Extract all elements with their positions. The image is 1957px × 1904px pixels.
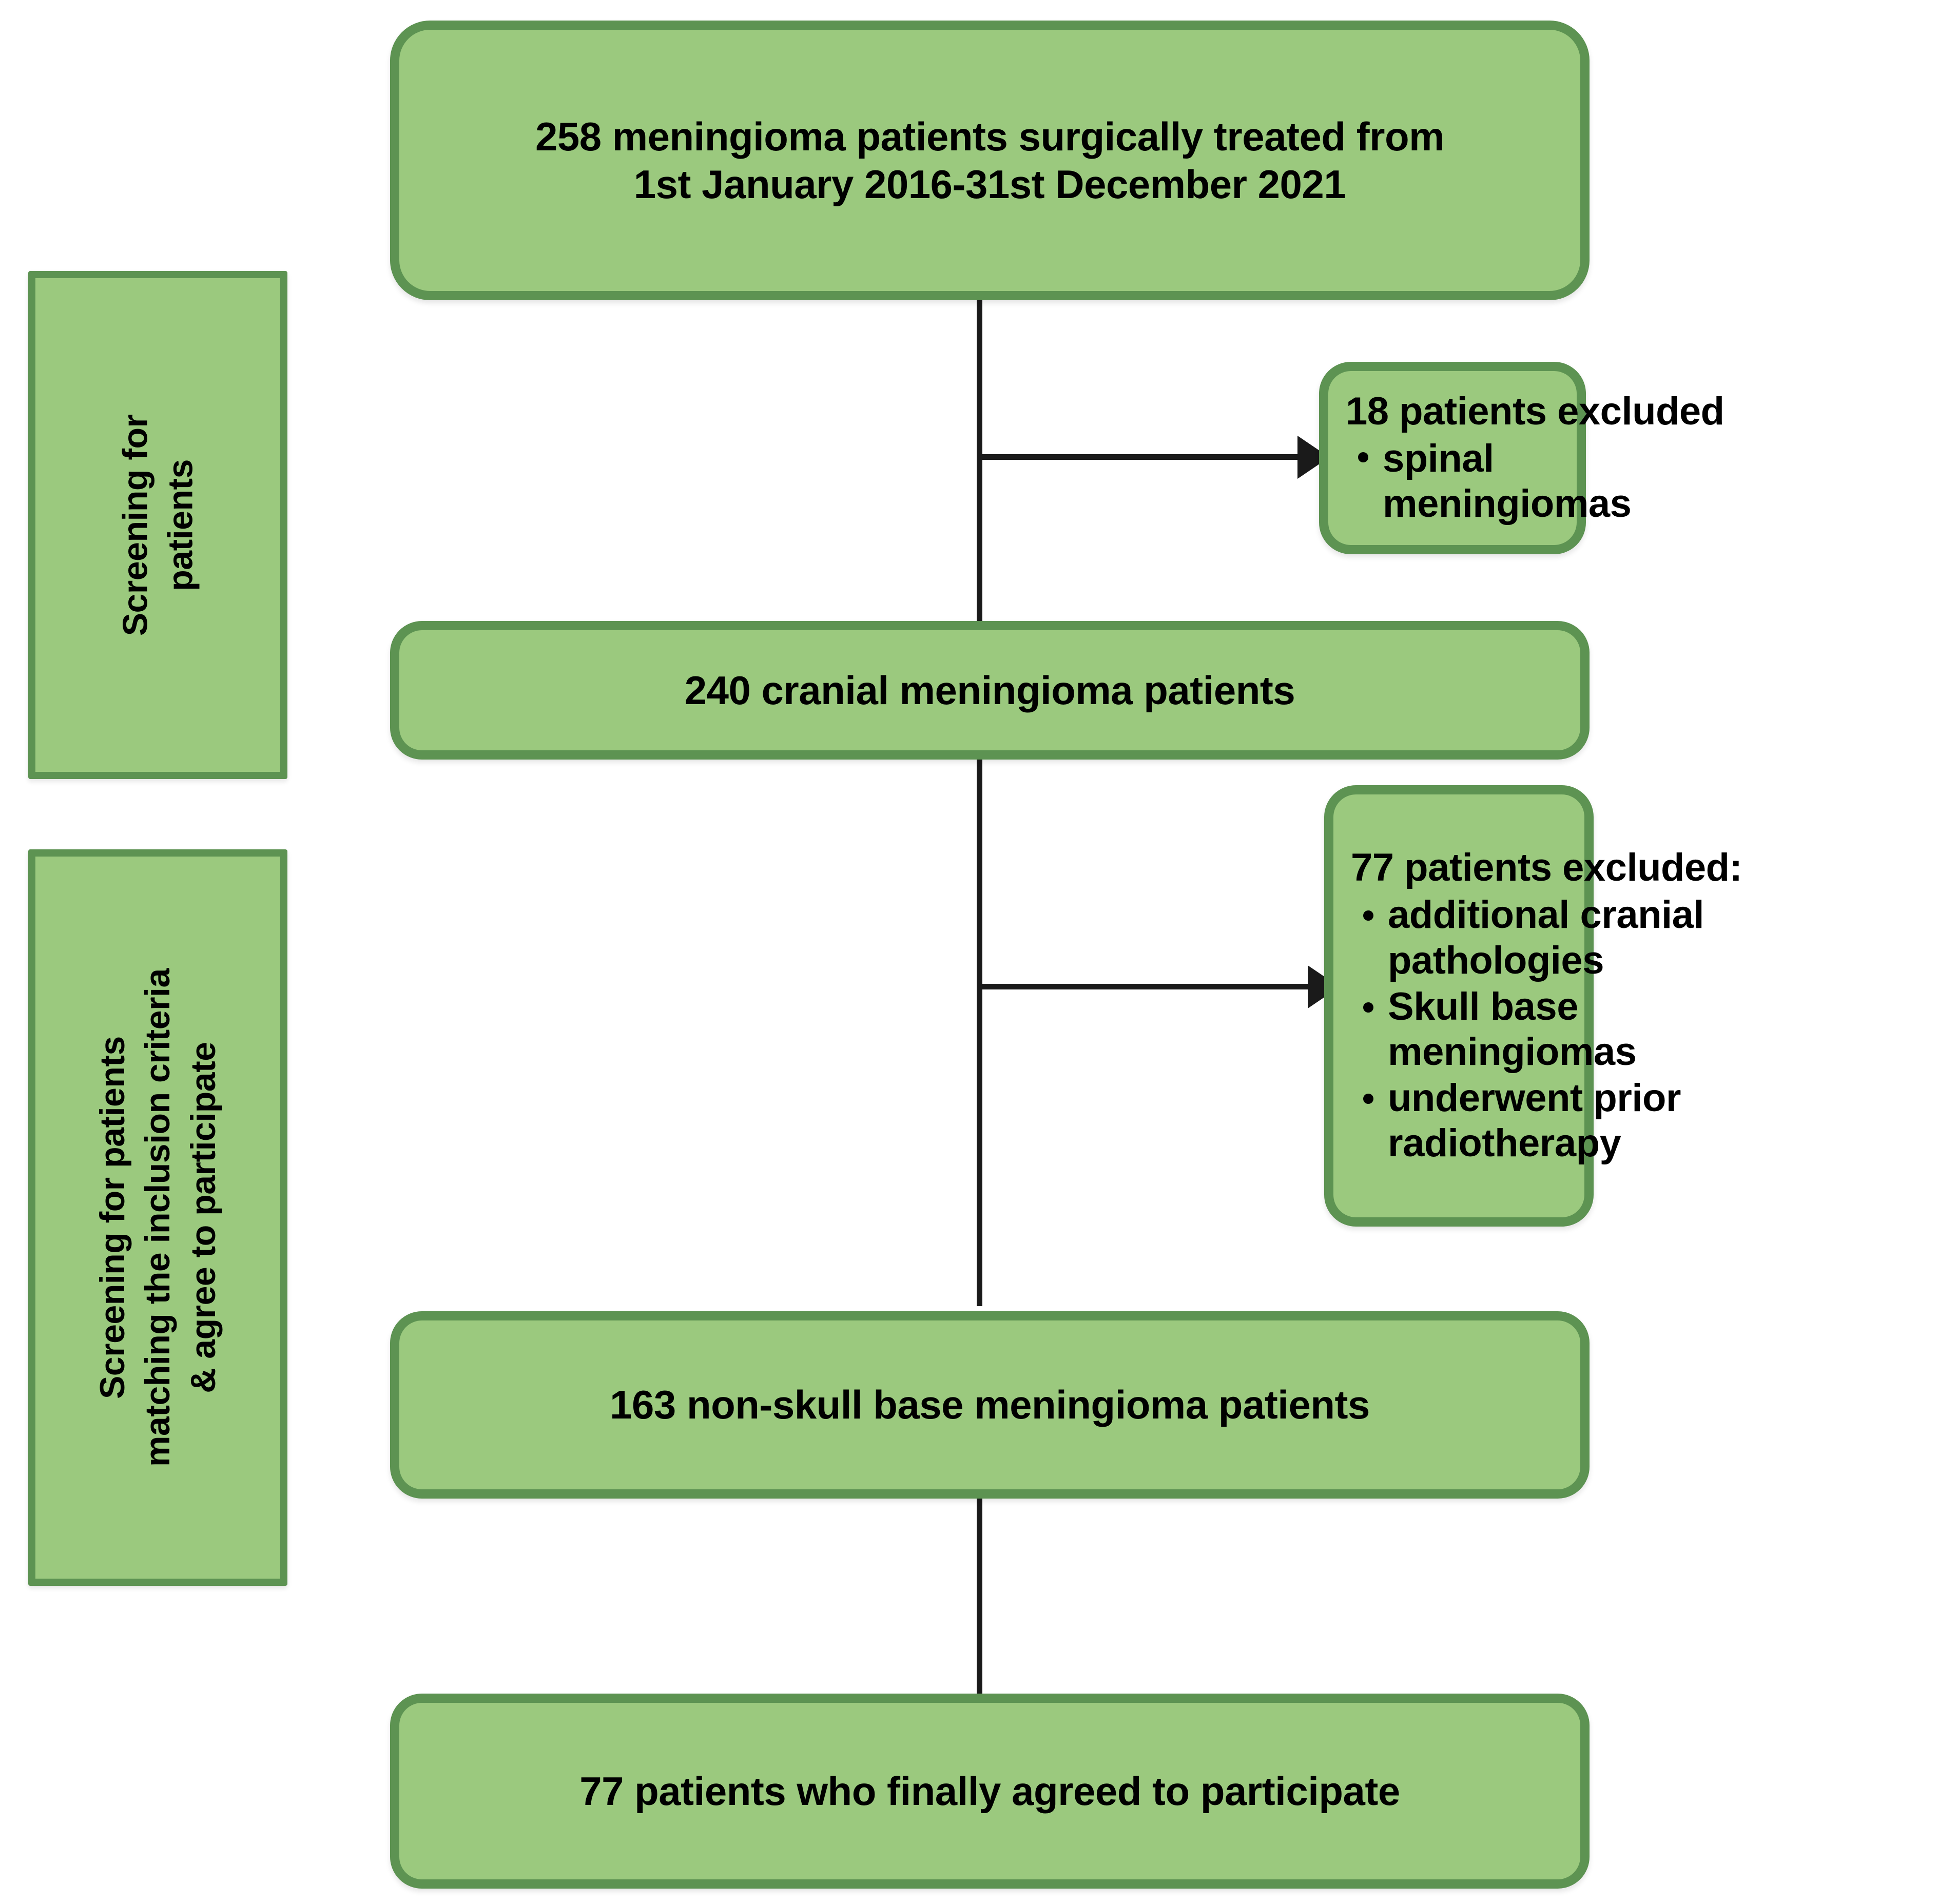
node-cohort-non-skull-base-text: 163 non-skull base meningioma patients (399, 1381, 1580, 1428)
list-item: spinal meningiomas (1358, 436, 1632, 527)
connector-cranial-to-nonskull (977, 757, 982, 1306)
connector-nonskull-to-final (977, 1496, 982, 1696)
node-cohort-cranial: 240 cranial meningioma patients (390, 621, 1590, 760)
node-cohort-initial: 258 meningioma patients surgically treat… (390, 21, 1590, 300)
node-cohort-initial-text: 258 meningioma patients surgically treat… (399, 113, 1580, 207)
bullet-2-line-1: Skull base (1388, 984, 1578, 1028)
stage-label-1-line-1: Screening for (115, 414, 155, 636)
bullet-2-line-2: meningiomas (1388, 1029, 1637, 1074)
list-item: additional cranial pathologies (1363, 892, 1704, 983)
node-excluded-spinal-bullets: spinal meningiomas (1346, 436, 1632, 527)
node-cohort-cranial-line-1: 240 cranial meningioma patients (684, 667, 1295, 713)
list-item: underwent prior radiotherapy (1363, 1076, 1681, 1166)
branch-line-criteria-excluded (977, 984, 1315, 989)
node-cohort-non-skull-base-line-1: 163 non-skull base meningioma patients (610, 1382, 1370, 1428)
stage-label-1-text: Screening for patients (112, 414, 203, 636)
node-cohort-final-line-1: 77 patients who finally agreed to partic… (579, 1768, 1400, 1814)
node-excluded-criteria-bullets: additional cranial pathologies Skull bas… (1351, 892, 1704, 1166)
connector-initial-to-cranial (977, 293, 982, 631)
node-excluded-spinal-text: 18 patients excluded spinal meningiomas (1346, 388, 1725, 528)
node-cohort-non-skull-base: 163 non-skull base meningioma patients (390, 1311, 1590, 1499)
node-excluded-criteria-head: 77 patients excluded: (1351, 845, 1742, 889)
node-excluded-spinal-head: 18 patients excluded (1346, 389, 1725, 433)
node-excluded-criteria: 77 patients excluded: additional cranial… (1324, 785, 1742, 1227)
bullet-3-line-2: radiotherapy (1388, 1121, 1621, 1165)
stage-label-2-line-2: matching the inclusion criteria (138, 968, 178, 1467)
node-cohort-final: 77 patients who finally agreed to partic… (390, 1694, 1590, 1889)
node-cohort-final-text: 77 patients who finally agreed to partic… (399, 1767, 1580, 1815)
bullet-1-line-1: additional cranial (1388, 893, 1704, 937)
stage-label-screening-inclusion-criteria: Screening for patients matching the incl… (28, 849, 287, 1586)
stage-label-2-line-1: Screening for patients (92, 1036, 132, 1399)
stage-label-1-line-2: patients (161, 459, 200, 591)
bullet-1-line-2: pathologies (1388, 938, 1604, 982)
node-cohort-cranial-text: 240 cranial meningioma patients (399, 667, 1580, 714)
stage-label-2-line-3: & agree to participate (183, 1042, 223, 1393)
node-cohort-initial-line-1: 258 meningioma patients surgically treat… (535, 114, 1445, 160)
stage-label-2-text: Screening for patients matching the incl… (90, 968, 226, 1467)
branch-line-spinal-excluded (977, 454, 1305, 460)
list-item: Skull base meningiomas (1363, 984, 1637, 1075)
node-cohort-initial-line-2: 1st January 2016-31st December 2021 (633, 161, 1346, 207)
bullet-3-line-1: underwent prior (1388, 1076, 1681, 1120)
node-excluded-criteria-text: 77 patients excluded: additional cranial… (1351, 845, 1742, 1168)
node-excluded-spinal: 18 patients excluded spinal meningiomas (1319, 362, 1725, 554)
stage-label-screening-for-patients: Screening for patients (28, 271, 287, 779)
